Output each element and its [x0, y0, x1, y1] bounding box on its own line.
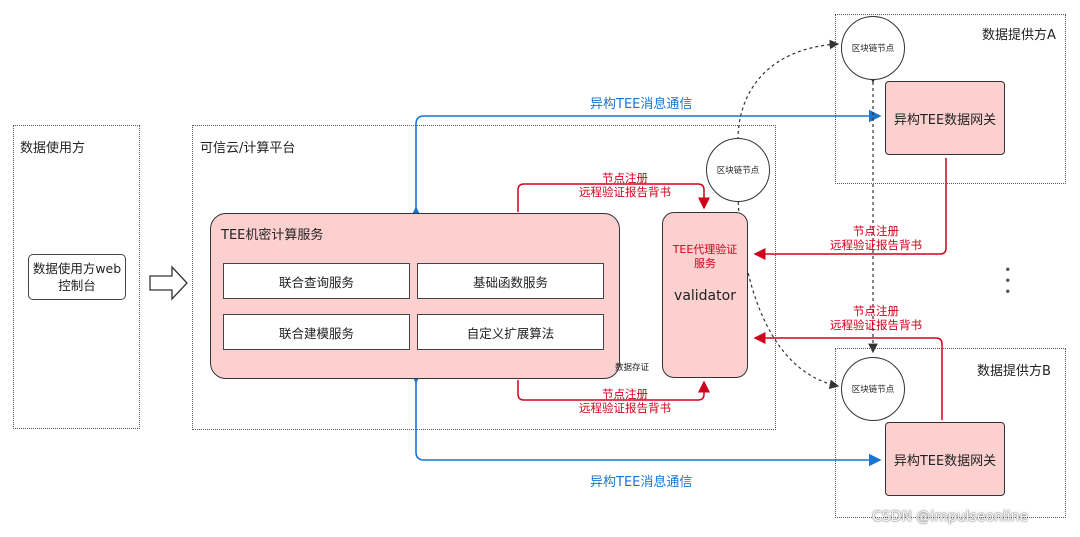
red-reg-bottom-line: [517, 380, 710, 401]
red-reg-a-line: [753, 158, 947, 260]
red-reg-b-line: [753, 332, 943, 420]
platform-title: 可信云/计算平台: [200, 141, 296, 156]
provider-b-title: 数据提供方B: [977, 364, 1051, 379]
service-custom-algorithm-label: 自定义扩展算法: [466, 325, 555, 341]
data-user-console-label: 数据使用方web 控制台: [32, 261, 122, 293]
service-joint-query-label: 联合查询服务: [278, 274, 354, 290]
dotted-chain-top: [733, 39, 840, 149]
reg-b-label: 节点注册 远程验证报告背书: [830, 304, 922, 332]
proxy-validator-box: [662, 212, 748, 378]
watermark: CSDN @impulseonline: [872, 509, 1029, 525]
provider-b-blockchain-node: 区块链节点: [841, 357, 905, 421]
platform-blockchain-node: 区块链节点: [706, 138, 770, 202]
service-joint-modeling-label: 联合建模服务: [278, 325, 354, 341]
blue-msg-bottom-line: [409, 370, 882, 467]
provider-a-gateway: 异构TEE数据网关: [885, 81, 1005, 155]
data-user-title: 数据使用方: [20, 141, 86, 156]
ellipsis-dots: ∙ ∙ ∙: [1004, 262, 1012, 298]
provider-a-gateway-label: 异构TEE数据网关: [893, 112, 997, 128]
msg-top-label: 异构TEE消息通信: [590, 97, 693, 112]
blue-msg-top-line: [409, 109, 882, 220]
provider-b-gateway-label: 异构TEE数据网关: [893, 453, 997, 469]
platform-region: [192, 125, 776, 430]
data-user-region: [13, 125, 140, 429]
provider-b-region: [835, 348, 1066, 518]
service-joint-modeling: 联合建模服务: [223, 314, 410, 350]
hollow-arrow-icon: [149, 265, 188, 301]
reg-bottom-label: 节点注册 远程验证报告背书: [579, 387, 671, 415]
tee-service-title: TEE机密计算服务: [221, 228, 324, 243]
proxy-title: TEE代理验证 服务: [672, 243, 738, 270]
msg-bottom-label: 异构TEE消息通信: [590, 475, 693, 490]
service-custom-algorithm: 自定义扩展算法: [417, 314, 604, 350]
provider-a-blockchain-node-label: 区块链节点: [851, 44, 895, 54]
provider-b-gateway: 异构TEE数据网关: [885, 422, 1005, 496]
proxy-name: validator: [674, 288, 736, 304]
data-user-console: 数据使用方web 控制台: [28, 254, 126, 300]
service-basic-function: 基础函数服务: [417, 263, 604, 299]
provider-a-region: [835, 14, 1066, 184]
service-joint-query: 联合查询服务: [223, 263, 410, 299]
provider-b-blockchain-node-label: 区块链节点: [851, 385, 895, 395]
service-basic-function-label: 基础函数服务: [472, 274, 548, 290]
reg-top-label: 节点注册 远程验证报告背书: [579, 171, 671, 199]
reg-a-label: 节点注册 远程验证报告背书: [830, 224, 922, 252]
platform-blockchain-node-label: 区块链节点: [716, 166, 760, 176]
red-reg-top-line: [517, 183, 710, 212]
provider-a-title: 数据提供方A: [982, 28, 1056, 43]
provider-a-blockchain-node: 区块链节点: [841, 16, 905, 80]
storage-label: 数据存证: [615, 363, 650, 373]
